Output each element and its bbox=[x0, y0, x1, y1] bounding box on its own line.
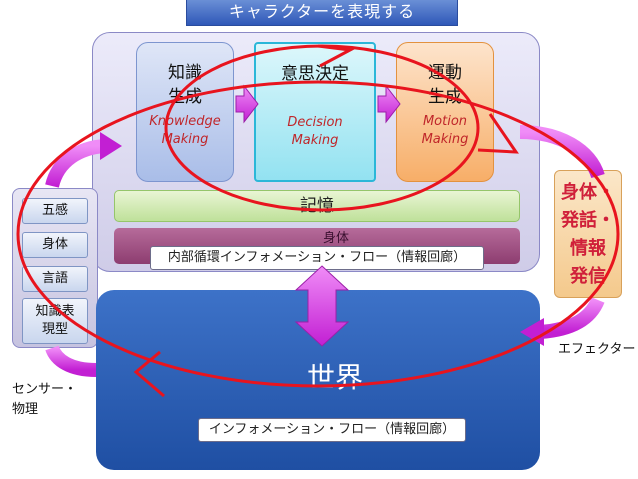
sense-item-five-senses: 五感 bbox=[22, 198, 88, 224]
motion-en-line1: Motion bbox=[422, 114, 468, 129]
output-line-body: 身体・ bbox=[561, 182, 615, 203]
sensor-label-line2: 物理 bbox=[12, 402, 39, 417]
memory-bar: 記憶 bbox=[114, 190, 520, 222]
sense-item-language: 言語 bbox=[22, 266, 88, 292]
knowledge-en-label: Knowledge Making bbox=[137, 113, 233, 149]
knowledge-en-line2: Making bbox=[161, 132, 209, 147]
sensor-label: センサー・ 物理 bbox=[12, 380, 88, 422]
knowledge-making-box: 知識 生成 Knowledge Making bbox=[136, 42, 234, 182]
sense-item-knowledge-representation: 知識表 現型 bbox=[22, 298, 88, 344]
decision-jp-line1: 意思決定 bbox=[281, 64, 349, 84]
decision-en-label: Decision Making bbox=[256, 114, 374, 150]
motion-en-label: Motion Making bbox=[397, 113, 493, 149]
internal-flow-label: 内部循環インフォメーション・フロー（情報回廊） bbox=[150, 246, 484, 270]
knowledge-jp-line1: 知識 bbox=[168, 63, 202, 83]
knowledge-en-line1: Knowledge bbox=[149, 114, 221, 129]
sensor-label-line1: センサー・ bbox=[12, 382, 78, 397]
motion-making-box: 運動 生成 Motion Making bbox=[396, 42, 494, 182]
body-bar-label: 身体 bbox=[322, 231, 349, 246]
output-line-speech: 発話・ bbox=[561, 210, 615, 231]
effector-label: エフェクター bbox=[558, 342, 636, 357]
world-label: 世界 bbox=[306, 361, 363, 394]
motion-jp-line2: 生成 bbox=[428, 87, 462, 107]
motion-jp-line1: 運動 bbox=[428, 63, 462, 83]
knowledge-jp-line2: 生成 bbox=[168, 87, 202, 107]
motion-en-line2: Making bbox=[421, 132, 469, 147]
decision-en-line1: Decision bbox=[287, 115, 343, 130]
page-title: キャラクターを表現する bbox=[186, 0, 458, 26]
outer-flow-label: インフォメーション・フロー（情報回廊） bbox=[198, 418, 466, 442]
decision-making-box: 意思決定 Decision Making bbox=[254, 42, 376, 182]
output-panel: 身体・ 発話・ 情報 発信 bbox=[554, 170, 622, 298]
output-line-info: 情報 bbox=[570, 238, 606, 259]
sense-item-body: 身体 bbox=[22, 232, 88, 258]
decision-jp-line2 bbox=[256, 86, 374, 110]
decision-en-line2: Making bbox=[291, 133, 339, 148]
flow-arrow-right-bottom bbox=[539, 296, 605, 339]
output-line-transmit: 発信 bbox=[570, 266, 606, 287]
flow-arrow-left-bottom bbox=[45, 345, 97, 377]
